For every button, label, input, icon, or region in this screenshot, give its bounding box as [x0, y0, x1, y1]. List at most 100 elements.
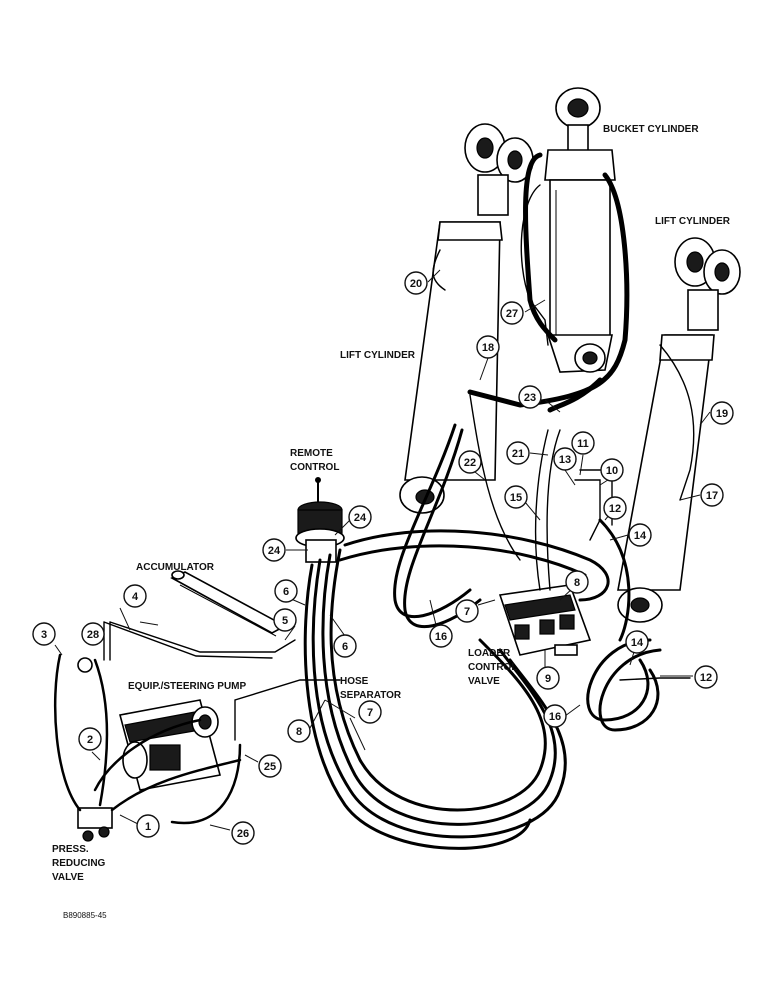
label-figure-code: B890885-45: [63, 911, 107, 920]
svg-text:13: 13: [559, 454, 571, 466]
callout-24b: 24: [262, 538, 286, 562]
callout-5: 5: [273, 608, 297, 632]
label-press-valve-2: REDUCING: [52, 858, 106, 869]
label-accumulator: ACCUMULATOR: [136, 562, 215, 573]
svg-text:6: 6: [283, 586, 289, 598]
hydraulic-hoses: [53, 152, 662, 850]
svg-text:9: 9: [545, 673, 551, 685]
svg-text:11: 11: [577, 438, 589, 450]
label-hose-separator-1: HOSE: [340, 676, 369, 687]
callout-27: 27: [500, 301, 524, 325]
svg-text:28: 28: [87, 629, 99, 641]
svg-text:17: 17: [706, 490, 718, 502]
callout-16b: 16: [543, 704, 567, 728]
svg-text:14: 14: [634, 530, 647, 542]
callout-26: 26: [231, 821, 255, 845]
label-loader-valve-1: LOADER: [468, 648, 511, 659]
label-pump: EQUIP./STEERING PUMP: [128, 681, 247, 692]
callout-18: 18: [476, 335, 500, 359]
steel-tubes: [103, 184, 695, 741]
pressure-reducing-valve: [77, 657, 113, 842]
svg-text:8: 8: [574, 577, 580, 589]
callout-21: 21: [506, 441, 530, 465]
svg-text:25: 25: [264, 761, 276, 773]
svg-text:8: 8: [296, 726, 302, 738]
callout-6b: 6: [333, 634, 357, 658]
callout-14b: 14: [625, 630, 649, 654]
svg-text:7: 7: [367, 707, 373, 719]
svg-text:2: 2: [87, 734, 93, 746]
callout-8b: 8: [287, 719, 311, 743]
svg-text:20: 20: [410, 278, 422, 290]
callout-8a: 8: [565, 570, 589, 594]
svg-text:19: 19: [716, 408, 728, 420]
lift-cylinder-right: [617, 237, 741, 623]
svg-text:6: 6: [342, 641, 348, 653]
loader-control-valve: [498, 584, 592, 656]
component-labels: BUCKET CYLINDER LIFT CYLINDER LIFT CYLIN…: [52, 124, 731, 920]
callout-22: 22: [458, 450, 482, 474]
callout-3: 3: [32, 622, 56, 646]
equip-steering-pump: [119, 699, 221, 791]
svg-text:12: 12: [609, 503, 621, 515]
callout-11: 11: [571, 431, 595, 455]
callout-17: 17: [700, 483, 724, 507]
callout-9: 9: [536, 666, 560, 690]
svg-text:22: 22: [464, 457, 476, 469]
callout-19: 19: [710, 401, 734, 425]
label-lift-cylinder-right: LIFT CYLINDER: [655, 216, 731, 227]
callout-12b: 12: [694, 665, 718, 689]
svg-text:21: 21: [512, 448, 524, 460]
label-loader-valve-2: CONTROL: [468, 662, 517, 673]
svg-text:23: 23: [524, 392, 536, 404]
remote-control: [295, 477, 345, 563]
svg-text:18: 18: [482, 342, 494, 354]
svg-text:16: 16: [549, 711, 561, 723]
svg-text:10: 10: [606, 465, 618, 477]
svg-text:27: 27: [506, 308, 518, 320]
callout-6a: 6: [274, 579, 298, 603]
callout-2: 2: [78, 727, 102, 751]
callout-10: 10: [600, 458, 624, 482]
callout-7b: 7: [358, 700, 382, 724]
svg-text:26: 26: [237, 828, 249, 840]
label-hose-separator-2: SEPARATOR: [340, 690, 402, 701]
svg-text:5: 5: [282, 615, 288, 627]
svg-text:16: 16: [435, 631, 447, 643]
callout-12a: 12: [603, 496, 627, 520]
callout-15: 15: [504, 485, 528, 509]
svg-text:14: 14: [631, 637, 644, 649]
label-press-valve-3: VALVE: [52, 872, 84, 883]
callout-14a: 14: [628, 523, 652, 547]
callout-16a: 16: [429, 624, 453, 648]
svg-text:24: 24: [268, 545, 281, 557]
callout-4: 4: [123, 584, 147, 608]
callout-1: 1: [136, 814, 160, 838]
label-bucket-cylinder: BUCKET CYLINDER: [603, 124, 699, 135]
svg-text:7: 7: [464, 606, 470, 618]
svg-text:1: 1: [145, 821, 151, 833]
svg-text:12: 12: [700, 672, 712, 684]
callout-25: 25: [258, 754, 282, 778]
callout-24a: 24: [348, 505, 372, 529]
svg-text:4: 4: [132, 591, 139, 603]
svg-text:15: 15: [510, 492, 522, 504]
callouts: 20 27 18 23 19 22 21 11 13 10 17 15 12 1…: [32, 271, 734, 845]
label-lift-cylinder-left: LIFT CYLINDER: [340, 350, 416, 361]
callout-20: 20: [404, 271, 428, 295]
label-remote-control-1: REMOTE: [290, 448, 333, 459]
lift-cylinder-left: [399, 123, 534, 514]
callout-23: 23: [518, 385, 542, 409]
svg-text:24: 24: [354, 512, 367, 524]
label-loader-valve-3: VALVE: [468, 676, 500, 687]
svg-text:3: 3: [41, 629, 47, 641]
callout-28: 28: [81, 622, 105, 646]
label-remote-control-2: CONTROL: [290, 462, 339, 473]
callout-13: 13: [553, 447, 577, 471]
callout-7a: 7: [455, 599, 479, 623]
accumulator: [170, 570, 287, 637]
label-press-valve-1: PRESS.: [52, 844, 89, 855]
bucket-cylinder: [544, 87, 616, 373]
